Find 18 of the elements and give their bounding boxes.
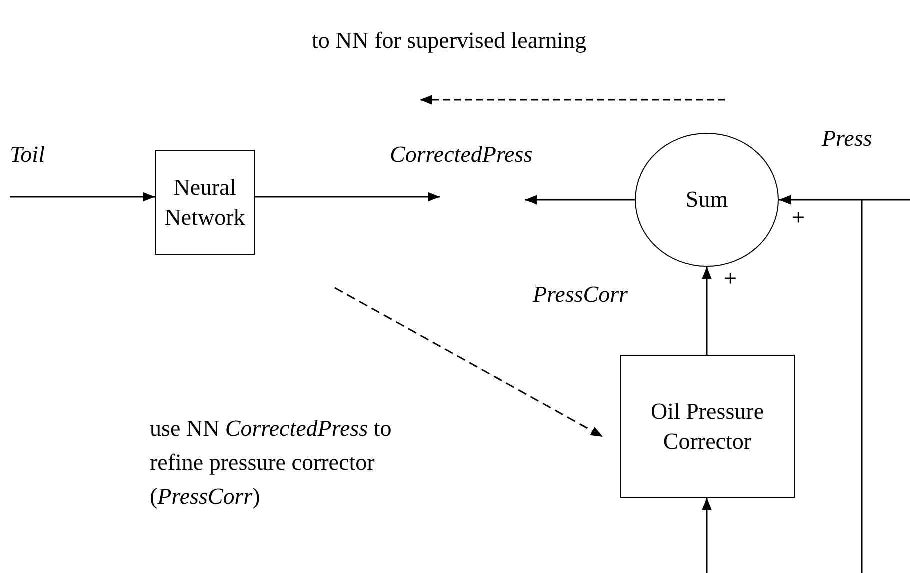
sum-circle: Sum (635, 133, 779, 267)
signal-label: Toil (10, 141, 45, 169)
sign-label: + (792, 204, 805, 232)
annotation-text: to NN for supervised learning (312, 27, 587, 55)
annotation-text: use NN CorrectedPress to refine pressure corrector (PressCorr) (150, 415, 393, 511)
arrow (702, 267, 712, 355)
signal-label: Press (822, 125, 872, 153)
arrow (702, 498, 712, 573)
signal-label: PressCorr (533, 281, 628, 309)
sign-label: + (724, 265, 737, 293)
process-box: Neural Network (155, 150, 255, 255)
signal-label: CorrectedPress (390, 141, 533, 169)
process-box: Oil Pressure Corrector (620, 355, 795, 498)
arrow (525, 195, 635, 205)
arrow (255, 192, 440, 202)
arrow (10, 192, 155, 202)
arrow (334, 287, 604, 438)
arrow (779, 195, 910, 205)
